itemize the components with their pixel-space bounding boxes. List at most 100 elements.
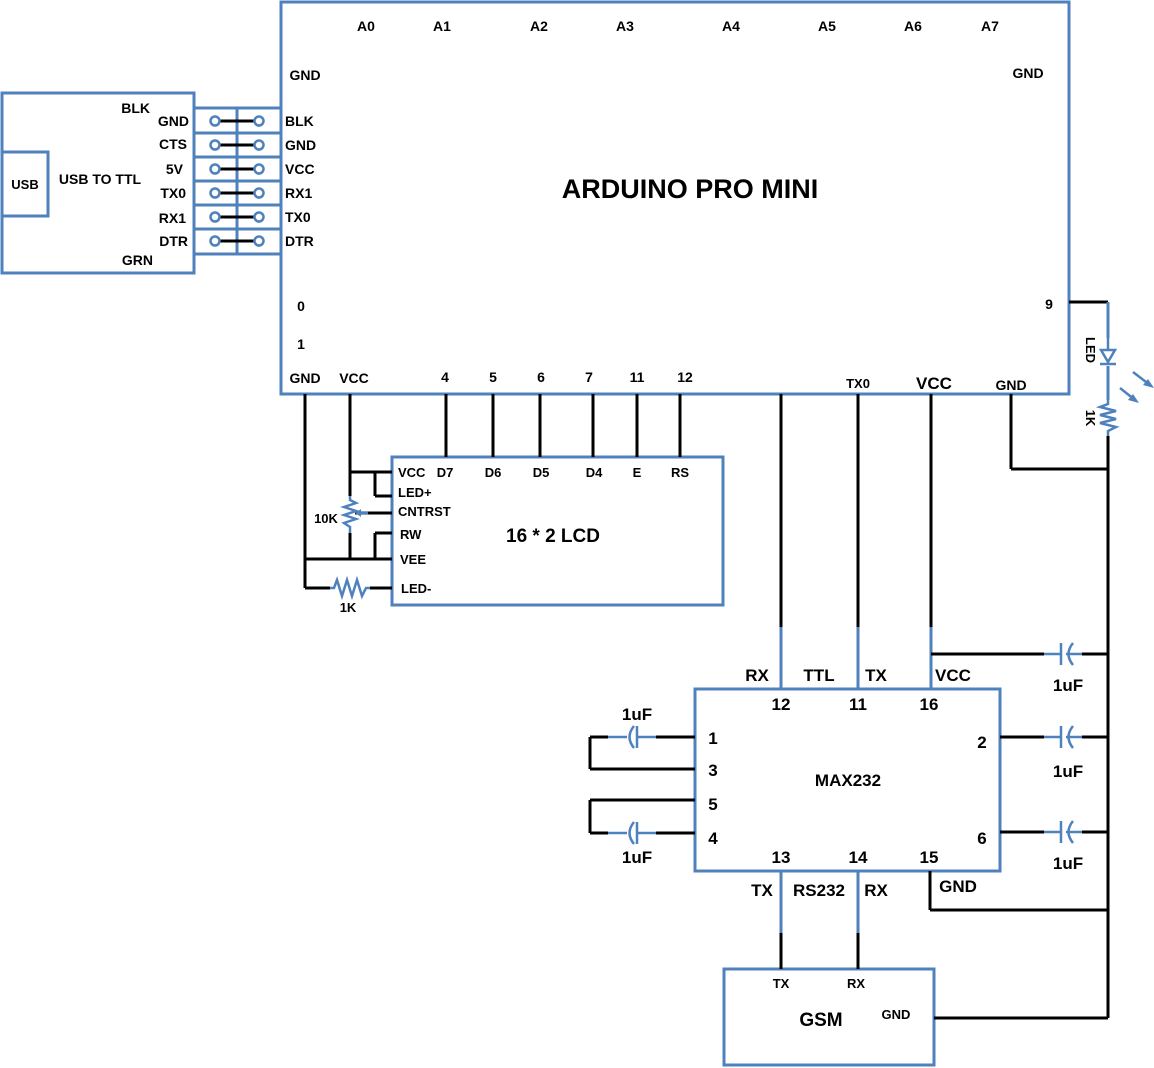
capacitor-2-label: 1uF <box>1053 762 1083 781</box>
usb-ttl-pin-dtr: DTR <box>159 233 188 249</box>
analog-pin-a5: A5 <box>818 18 836 34</box>
max232-pin-13: 13 <box>772 848 791 867</box>
max232-pin-5: 5 <box>708 795 717 814</box>
analog-pin-a0: A0 <box>357 18 375 34</box>
capacitor-vcc <box>1044 642 1082 666</box>
max232-pin-4: 4 <box>708 829 718 848</box>
usb-ttl-pin-5v: 5V <box>166 161 184 177</box>
led-chain-wiring <box>1009 300 1110 1018</box>
max232-gnd-label: GND <box>939 877 977 896</box>
arduino-pin-6: 6 <box>537 369 545 385</box>
arduino-pin-7: 7 <box>585 369 593 385</box>
max232-pin-2: 2 <box>977 733 986 752</box>
max232-box <box>693 687 1002 873</box>
resistor-1k-lcd-label: 1K <box>340 600 357 615</box>
arduino-pin-9: 9 <box>1045 296 1053 312</box>
resistor-1k-lcd <box>330 575 370 601</box>
arduino-pin-tx0: TX0 <box>285 209 311 225</box>
resistor-1k-led-label: 1K <box>1083 410 1098 427</box>
max232-tx-label: TX <box>865 666 887 685</box>
lcd-top-pin-labels: D7 D6 D5 D4 E RS <box>437 465 690 480</box>
usb-ttl-pin-rx1: RX1 <box>159 210 186 226</box>
usb-ttl-pin-gnd: GND <box>158 113 189 129</box>
lcd-pin-vcc: VCC <box>398 465 426 480</box>
arduino-bottom-vcc: VCC <box>339 370 369 386</box>
max232-pin-16: 16 <box>920 695 939 714</box>
led-diode <box>1098 338 1154 403</box>
max232-rx-label: RX <box>745 666 769 685</box>
capacitor-1-3-label: 1uF <box>622 705 652 724</box>
usb-port-box <box>0 150 50 218</box>
arduino-pin-12: 12 <box>677 369 693 385</box>
gsm-rx-label: RX <box>847 976 865 991</box>
arduino-pin-0: 0 <box>297 298 305 314</box>
usb-ttl-grn: GRN <box>122 252 153 268</box>
arduino-pin-dtr: DTR <box>285 233 314 249</box>
analog-pin-a2: A2 <box>530 18 548 34</box>
lcd-pin-rs: RS <box>671 465 689 480</box>
usb-ttl-pin-tx0: TX0 <box>160 185 186 201</box>
analog-pin-a3: A3 <box>616 18 634 34</box>
lcd-pin-led-plus: LED+ <box>398 485 432 500</box>
lcd-pin-e: E <box>633 465 642 480</box>
arduino-pin-11: 11 <box>630 369 645 385</box>
arduino-title: ARDUINO PRO MINI <box>562 174 819 204</box>
arduino-gnd-top-left: GND <box>289 67 320 83</box>
lcd-pin-vee: VEE <box>400 552 426 567</box>
arduino-bottom-pin-labels: GND VCC 4 5 6 7 11 12 <box>289 369 693 386</box>
arduino-pin-4: 4 <box>441 369 449 385</box>
arduino-pin-1: 1 <box>297 336 305 352</box>
max232-pin-11: 11 <box>849 695 867 714</box>
max232-right-wiring <box>1000 735 1108 834</box>
analog-pin-a6: A6 <box>904 18 922 34</box>
max232-ttl-label: TTL <box>803 666 834 685</box>
usb-ttl-title: USB TO TTL <box>59 171 142 187</box>
analog-pin-a4: A4 <box>722 18 740 34</box>
capacitor-2 <box>1044 725 1082 749</box>
max232-pin-1: 1 <box>708 729 717 748</box>
usb-ttl-pin-labels: GND CTS 5V TX0 RX1 DTR <box>158 113 189 249</box>
arduino-pin-rx1: RX1 <box>285 185 312 201</box>
gsm-gnd-label: GND <box>882 1007 911 1022</box>
capacitor-6-label: 1uF <box>1053 854 1083 873</box>
max232-left-wiring <box>588 735 695 835</box>
arduino-analog-pin-labels: A0 A1 A2 A3 A4 A5 A6 A7 <box>357 18 999 34</box>
lcd-pin-cntrst: CNTRST <box>398 504 451 519</box>
lcd-left-pin-labels: VCC LED+ CNTRST RW VEE LED- <box>398 465 451 596</box>
arduino-pin-5: 5 <box>489 369 497 385</box>
max232-rs232-wiring <box>779 871 1108 1020</box>
lcd-pin-led-minus: LED- <box>401 581 431 596</box>
max232-pin-15: 15 <box>920 848 939 867</box>
arduino-tx0: TX0 <box>846 376 870 391</box>
arduino-vcc: VCC <box>916 374 952 393</box>
lcd-title: 16 * 2 LCD <box>506 526 600 547</box>
arduino-pin-blk: BLK <box>285 113 314 129</box>
max232-vcc-label: VCC <box>935 666 971 685</box>
capacitor-5-4 <box>608 821 656 845</box>
lcd-pin-rw: RW <box>400 527 422 542</box>
usb-ttl-pin-cts: CTS <box>159 136 187 152</box>
lcd-pin-d4: D4 <box>586 465 603 480</box>
lcd-wiring <box>303 394 682 590</box>
max232-ttl-wiring <box>779 394 1108 689</box>
capacitor-5-4-label: 1uF <box>622 848 652 867</box>
arduino-left-pin-labels: BLK GND VCC RX1 TX0 DTR <box>285 113 316 249</box>
capacitor-1-3 <box>608 725 656 749</box>
max232-pin-12: 12 <box>772 695 791 714</box>
max232-rs232-label: RS232 <box>793 881 845 900</box>
connector-header-grid <box>194 108 281 254</box>
pot-10k-label: 10K <box>314 511 338 526</box>
max232-pin-6: 6 <box>977 829 986 848</box>
lcd-box <box>390 455 725 607</box>
capacitor-6 <box>1044 820 1082 844</box>
max232-title: MAX232 <box>815 771 881 790</box>
gsm-title: GSM <box>799 1010 842 1031</box>
resistor-1k-led <box>1095 400 1120 436</box>
lcd-pin-d7: D7 <box>437 465 454 480</box>
analog-pin-a7: A7 <box>981 18 999 34</box>
usb-label: USB <box>11 177 38 192</box>
max232-rx-bottom-label: RX <box>864 881 888 900</box>
usb-ttl-blk: BLK <box>121 100 150 116</box>
arduino-pin-gnd: GND <box>285 137 316 153</box>
